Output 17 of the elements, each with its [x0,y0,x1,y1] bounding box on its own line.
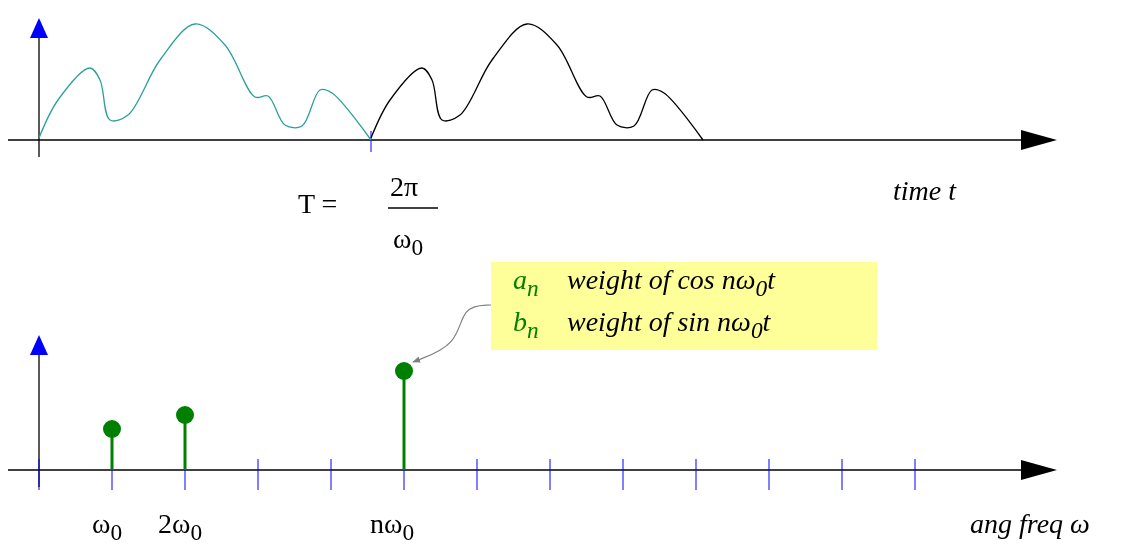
tick-label: 2ω$_{0}$ [158,510,203,544]
weight-description: weight of sin nω$_{0}$t [567,308,771,342]
axis-label: ang freq ω [970,510,1090,538]
coefficient-symbol: b$_{n}$ [513,308,539,342]
weight-description: weight of cos nω$_{0}$t [567,266,775,300]
tick-label: nω$_{0}$ [370,510,415,544]
spectral-line [103,420,121,470]
formula-symbol: T = [298,190,338,218]
tick-label: ω$_{0}$ [92,510,123,544]
spectral-line [395,362,413,470]
formula-denominator: ω$_{0}$ [393,225,424,259]
spectral-line [176,406,194,470]
axis-label: time t [893,177,956,205]
coefficient-symbol: a$_{n}$ [513,266,539,300]
callout-box [491,262,877,350]
leader-arrow [412,304,492,363]
formula-numerator: 2π [390,173,419,201]
